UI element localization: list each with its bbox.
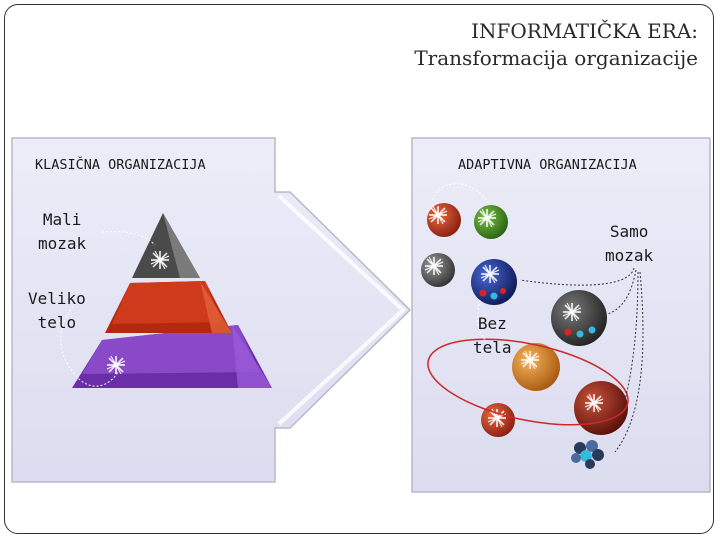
sphere-maroon: [574, 381, 628, 435]
label-no-body: Bez tela: [473, 314, 512, 357]
connector-lines: [431, 183, 644, 453]
slide-title: INFORMATIČKA ERA: Transformacija organiz…: [414, 18, 698, 72]
pyramid: [72, 213, 272, 388]
title-line-2: Transformacija organizacije: [414, 46, 698, 70]
spheres: [421, 203, 628, 469]
right-panel-heading: ADAPTIVNA ORGANIZACIJA: [458, 157, 637, 173]
label-large-body: Veliko telo: [28, 289, 86, 332]
slide-frame: [4, 4, 714, 534]
label-brain-only: Samo mozak: [605, 222, 654, 265]
label-small-brain: Mali mozak: [38, 210, 87, 253]
orbit-ellipse: [427, 338, 629, 426]
title-line-1: INFORMATIČKA ERA:: [471, 19, 698, 43]
molecule-cluster: [571, 440, 604, 469]
left-panel-heading: KLASIČNA ORGANIZACIJA: [35, 157, 206, 173]
